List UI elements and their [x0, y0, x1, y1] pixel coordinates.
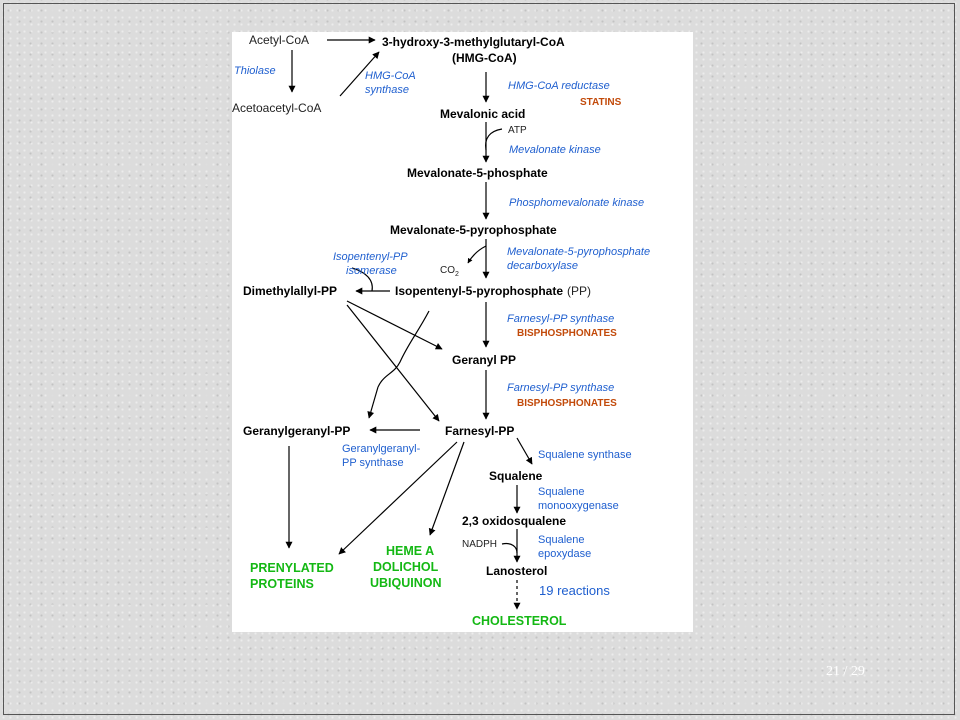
dolichol: DOLICHOL	[373, 560, 439, 574]
fpp-synthase-1: Farnesyl-PP synthase	[507, 313, 614, 325]
bisphosphonates-1: BISPHOSPHONATES	[517, 328, 617, 339]
ipp-isomerase-line2: isomerase	[346, 265, 397, 277]
prenylated-line1: PRENYLATED	[250, 561, 334, 575]
farnesyl-pp: Farnesyl-PP	[445, 424, 514, 438]
nadph: NADPH	[462, 539, 497, 550]
thiolase: Thiolase	[234, 65, 276, 77]
hmg-coa-abbr: (HMG-CoA)	[452, 51, 517, 65]
lanosterol: Lanosterol	[486, 564, 547, 578]
dimethylallyl-pp: Dimethylallyl-PP	[243, 284, 337, 298]
squalene: Squalene	[489, 469, 543, 483]
ubiquinon: UBIQUINON	[370, 576, 442, 590]
arrow-acetoacetylcoa-hmgcoa	[339, 51, 380, 97]
bisphosphonates-2: BISPHOSPHONATES	[517, 398, 617, 409]
squalene-monooxygenase-line2: monooxygenase	[538, 500, 619, 512]
arrow-dmapp-geranyl	[346, 300, 443, 350]
co2: CO2	[440, 265, 459, 278]
geranylgeranyl-pp: Geranylgeranyl-PP	[243, 424, 350, 438]
slide-frame	[3, 3, 955, 715]
cholesterol: CHOLESTEROL	[472, 614, 567, 628]
ipp-feed-curve	[377, 310, 430, 388]
pathway-arrows	[285, 36, 533, 610]
mpp-decarboxylase-line1: Mevalonate-5-pyrophosphate	[507, 246, 650, 258]
squalene-monooxygenase-line1: Squalene	[538, 486, 585, 498]
pathway-panel: Acetyl-CoA 3-hydroxy-3-methylglutaryl-Co…	[232, 32, 693, 632]
arrow-farnesyl-heme	[428, 441, 465, 536]
phosphomevalonate-kinase: Phosphomevalonate kinase	[509, 197, 644, 209]
page-separator: /	[843, 664, 848, 679]
statins: STATINS	[580, 97, 622, 108]
fpp-synthase-2: Farnesyl-PP synthase	[507, 382, 614, 394]
page-number: 21 / 29	[826, 664, 865, 680]
oxidosqualene: 2,3 oxidosqualene	[462, 514, 566, 528]
isopentenyl-pp-line: Isopentenyl-5-pyrophosphate (PP)	[395, 284, 591, 298]
geranyl-pp: Geranyl PP	[452, 353, 516, 367]
page-current: 21	[826, 664, 840, 679]
mevalonate-kinase: Mevalonate kinase	[509, 144, 601, 156]
acetyl-coa: Acetyl-CoA	[249, 33, 309, 47]
co2-subscript: 2	[455, 271, 459, 278]
mevalonate-pathway-diagram: Acetyl-CoA 3-hydroxy-3-methylglutaryl-Co…	[232, 33, 650, 628]
arrow-dmapp-farnesyl	[346, 304, 440, 422]
ggpp-synthase-line2: PP synthase	[342, 457, 404, 469]
mpp-decarboxylase-line2: decarboxylase	[507, 260, 578, 272]
atp: ATP	[508, 125, 527, 136]
atp-curve	[485, 128, 503, 151]
arrow-farnesyl-squalene	[516, 437, 533, 465]
prenylated-line2: PROTEINS	[250, 577, 314, 591]
isopentenyl-pp-abbr: (PP)	[567, 284, 591, 298]
hmg-coa: 3-hydroxy-3-methylglutaryl-CoA	[382, 35, 565, 49]
mevalonic-acid: Mevalonic acid	[440, 107, 525, 121]
squalene-epoxydase-line2: epoxydase	[538, 548, 591, 560]
ipp-isomerase-line1: Isopentenyl-PP	[333, 251, 408, 263]
ipp-feed-to-ggpp	[367, 386, 379, 419]
isopentenyl-pp: Isopentenyl-5-pyrophosphate	[395, 284, 563, 298]
acetoacetyl-coa: Acetoacetyl-CoA	[232, 101, 321, 115]
arrow-farnesyl-prenylated	[338, 441, 458, 555]
heme-a: HEME A	[386, 544, 434, 558]
arrow-isomerase-curve	[351, 267, 373, 292]
co2-curve	[467, 245, 487, 264]
hmg-synthase-line2: synthase	[365, 84, 409, 96]
page-total: 29	[850, 664, 865, 679]
mevalonate-5-phosphate: Mevalonate-5-phosphate	[407, 166, 548, 180]
hmg-coa-reductase: HMG-CoA reductase	[508, 80, 610, 92]
nineteen-reactions: 19 reactions	[539, 583, 610, 598]
mevalonate-5-pyrophosphate: Mevalonate-5-pyrophosphate	[390, 223, 557, 237]
nadph-curve	[501, 542, 518, 554]
hmg-synthase-line1: HMG-CoA	[365, 70, 416, 82]
ggpp-synthase-line1: Geranylgeranyl-	[342, 443, 421, 455]
squalene-epoxydase-line1: Squalene	[538, 534, 585, 546]
co2-base: CO	[440, 265, 455, 276]
squalene-synthase: Squalene synthase	[538, 449, 632, 461]
